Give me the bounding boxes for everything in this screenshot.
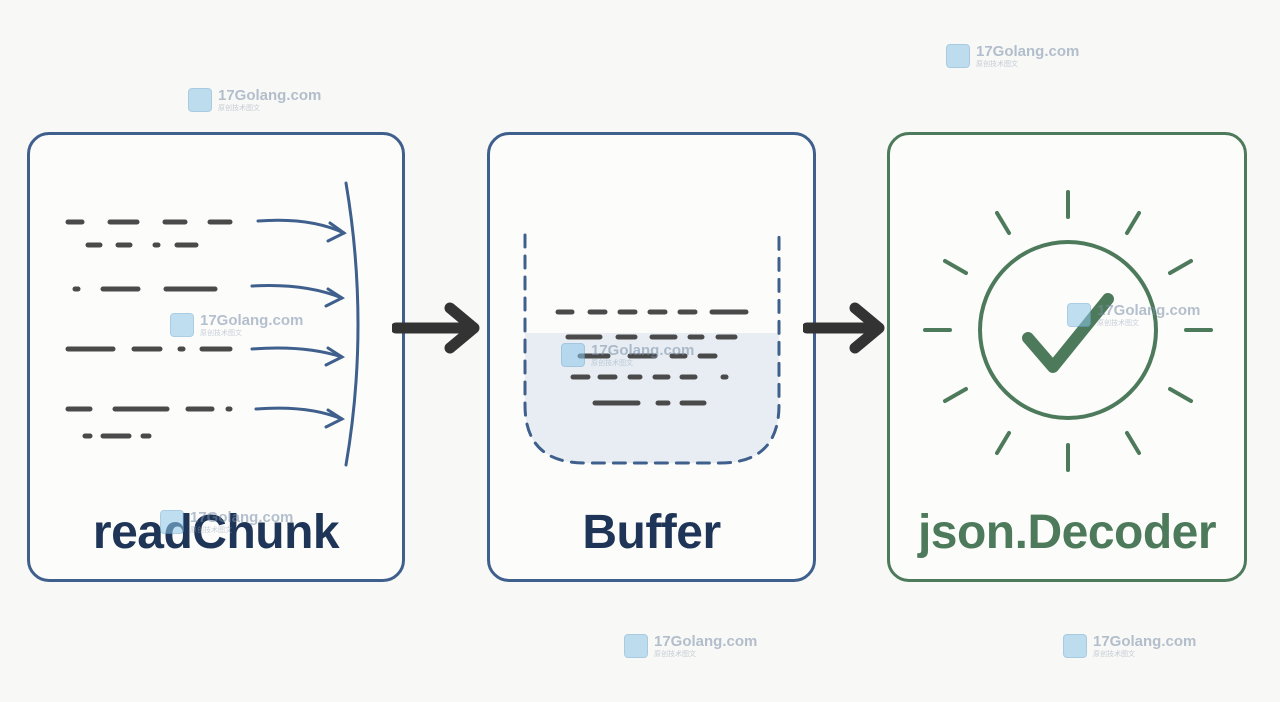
panel-json-decoder: json.Decoder xyxy=(887,132,1247,582)
watermark-subtext: 原创技术图文 xyxy=(1097,320,1139,327)
watermark-subtext: 原创技术图文 xyxy=(976,61,1018,68)
watermark-subtext: 原创技术图文 xyxy=(200,330,242,337)
arrow-right-icon xyxy=(392,302,480,354)
watermark-logo-icon xyxy=(1063,634,1087,658)
check-circle xyxy=(978,240,1158,420)
panel-label-readchunk: readChunk xyxy=(92,506,340,559)
watermark-subtext: 原创技术图文 xyxy=(1093,651,1135,658)
watermark-text: 17Golang.com xyxy=(1097,302,1201,319)
flow-arrows xyxy=(250,181,360,467)
watermark-text: 17Golang.com xyxy=(591,342,695,359)
watermark-logo-icon xyxy=(946,44,970,68)
panel-label-buffer: Buffer xyxy=(582,506,721,559)
watermark-logo-icon xyxy=(624,634,648,658)
buffer-outline xyxy=(523,233,781,465)
panel-buffer: Buffer xyxy=(487,132,816,582)
watermark-text: 17Golang.com xyxy=(190,509,294,526)
sun-rays xyxy=(923,190,1213,472)
watermark-text: 17Golang.com xyxy=(200,312,304,329)
watermark-subtext: 原创技术图文 xyxy=(218,105,260,112)
watermark-subtext: 原创技术图文 xyxy=(190,527,232,534)
watermark-text: 17Golang.com xyxy=(654,633,758,650)
watermark-logo-icon xyxy=(188,88,212,112)
watermark-logo-icon xyxy=(170,313,194,337)
data-dashes xyxy=(65,219,233,439)
buffer-fill xyxy=(525,333,779,463)
arrow-right-icon xyxy=(803,302,885,354)
panel-label-json-decoder: json.Decoder xyxy=(917,506,1217,559)
watermark-subtext: 原创技术图文 xyxy=(654,651,696,658)
buffer-bucket-graphic xyxy=(523,233,781,465)
buffered-data-dashes xyxy=(555,309,749,406)
watermark-subtext: 原创技术图文 xyxy=(591,360,633,367)
watermark-logo-icon xyxy=(1067,303,1091,327)
watermark-logo-icon xyxy=(561,343,585,367)
watermark-text: 17Golang.com xyxy=(976,43,1080,60)
watermark-text: 17Golang.com xyxy=(218,87,322,104)
watermark-text: 17Golang.com xyxy=(1093,633,1197,650)
watermark-logo-icon xyxy=(160,510,184,534)
panel-readchunk: readChunk xyxy=(27,132,405,582)
stream-lines-graphic xyxy=(65,181,360,467)
